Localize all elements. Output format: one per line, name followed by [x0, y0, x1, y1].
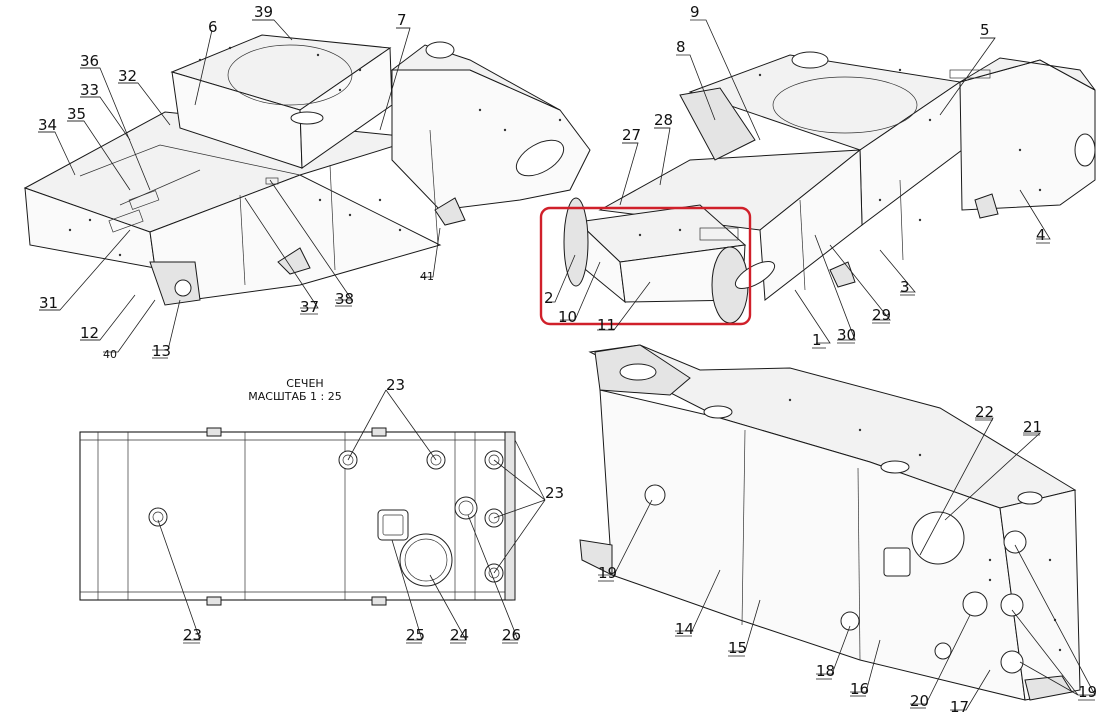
callout-3: 3 — [900, 278, 910, 296]
callout-25: 25 — [406, 626, 425, 644]
callout-13: 13 — [152, 342, 171, 360]
callout-23: 23 — [183, 626, 202, 644]
callout-26: 26 — [502, 626, 521, 644]
callouts-view-section: 23 23 23 25 24 26 — [183, 376, 564, 644]
callout-30: 30 — [837, 326, 856, 344]
callout-32: 32 — [118, 67, 137, 85]
callout-40: 40 — [103, 348, 117, 361]
callout-39: 39 — [254, 3, 273, 21]
callouts-view-right: 9 5 8 28 27 2 10 11 1 30 29 3 4 — [544, 3, 1046, 349]
isometric-view-right — [539, 51, 1096, 326]
callout-37: 37 — [300, 298, 319, 316]
callout-15: 15 — [728, 639, 747, 657]
callout-38: 38 — [335, 290, 354, 308]
section-caption-title: СЕЧЕН — [286, 377, 323, 390]
callout-22: 22 — [975, 403, 994, 421]
callout-14: 14 — [675, 620, 694, 638]
callout-5: 5 — [980, 21, 990, 39]
callout-2: 2 — [544, 289, 554, 307]
callout-31: 31 — [39, 294, 58, 312]
callout-19: 19 — [1078, 683, 1097, 701]
section-caption: СЕЧЕН МАСШТАБ 1 : 25 — [248, 377, 341, 403]
callout-6: 6 — [208, 18, 218, 36]
callout-10: 10 — [558, 308, 577, 326]
callout-1: 1 — [812, 331, 822, 349]
callout-19: 19 — [598, 564, 617, 582]
callout-20: 20 — [910, 692, 929, 710]
callout-33: 33 — [80, 81, 99, 99]
callout-18: 18 — [816, 662, 835, 680]
callouts-view-bottom: 22 21 19 14 15 18 16 20 17 19 — [598, 403, 1097, 716]
callout-4: 4 — [1036, 226, 1046, 244]
section-plan-view — [79, 427, 516, 606]
callout-23: 23 — [386, 376, 405, 394]
callout-36: 36 — [80, 52, 99, 70]
callout-17: 17 — [950, 698, 969, 715]
callout-9: 9 — [690, 3, 700, 21]
callout-27: 27 — [622, 126, 641, 144]
callout-23: 23 — [545, 484, 564, 502]
callout-41: 41 — [420, 270, 434, 283]
callout-11: 11 — [597, 316, 616, 334]
callouts-view-left: 39 7 6 36 32 33 35 34 31 12 40 13 37 38 … — [38, 3, 434, 361]
callout-12: 12 — [80, 324, 99, 342]
isometric-view-bottom — [579, 344, 1081, 701]
section-caption-scale: МАСШТАБ 1 : 25 — [248, 390, 341, 403]
callout-21: 21 — [1023, 418, 1042, 436]
highlight-box — [539, 206, 752, 326]
callout-24: 24 — [450, 626, 469, 644]
callout-16: 16 — [850, 680, 869, 698]
callout-28: 28 — [654, 111, 673, 129]
callout-35: 35 — [67, 105, 86, 123]
callout-7: 7 — [397, 11, 407, 29]
callout-34: 34 — [38, 116, 57, 134]
isometric-view-left — [23, 34, 591, 306]
callout-8: 8 — [676, 38, 686, 56]
callout-underlines — [38, 19, 1095, 709]
callout-29: 29 — [872, 306, 891, 324]
